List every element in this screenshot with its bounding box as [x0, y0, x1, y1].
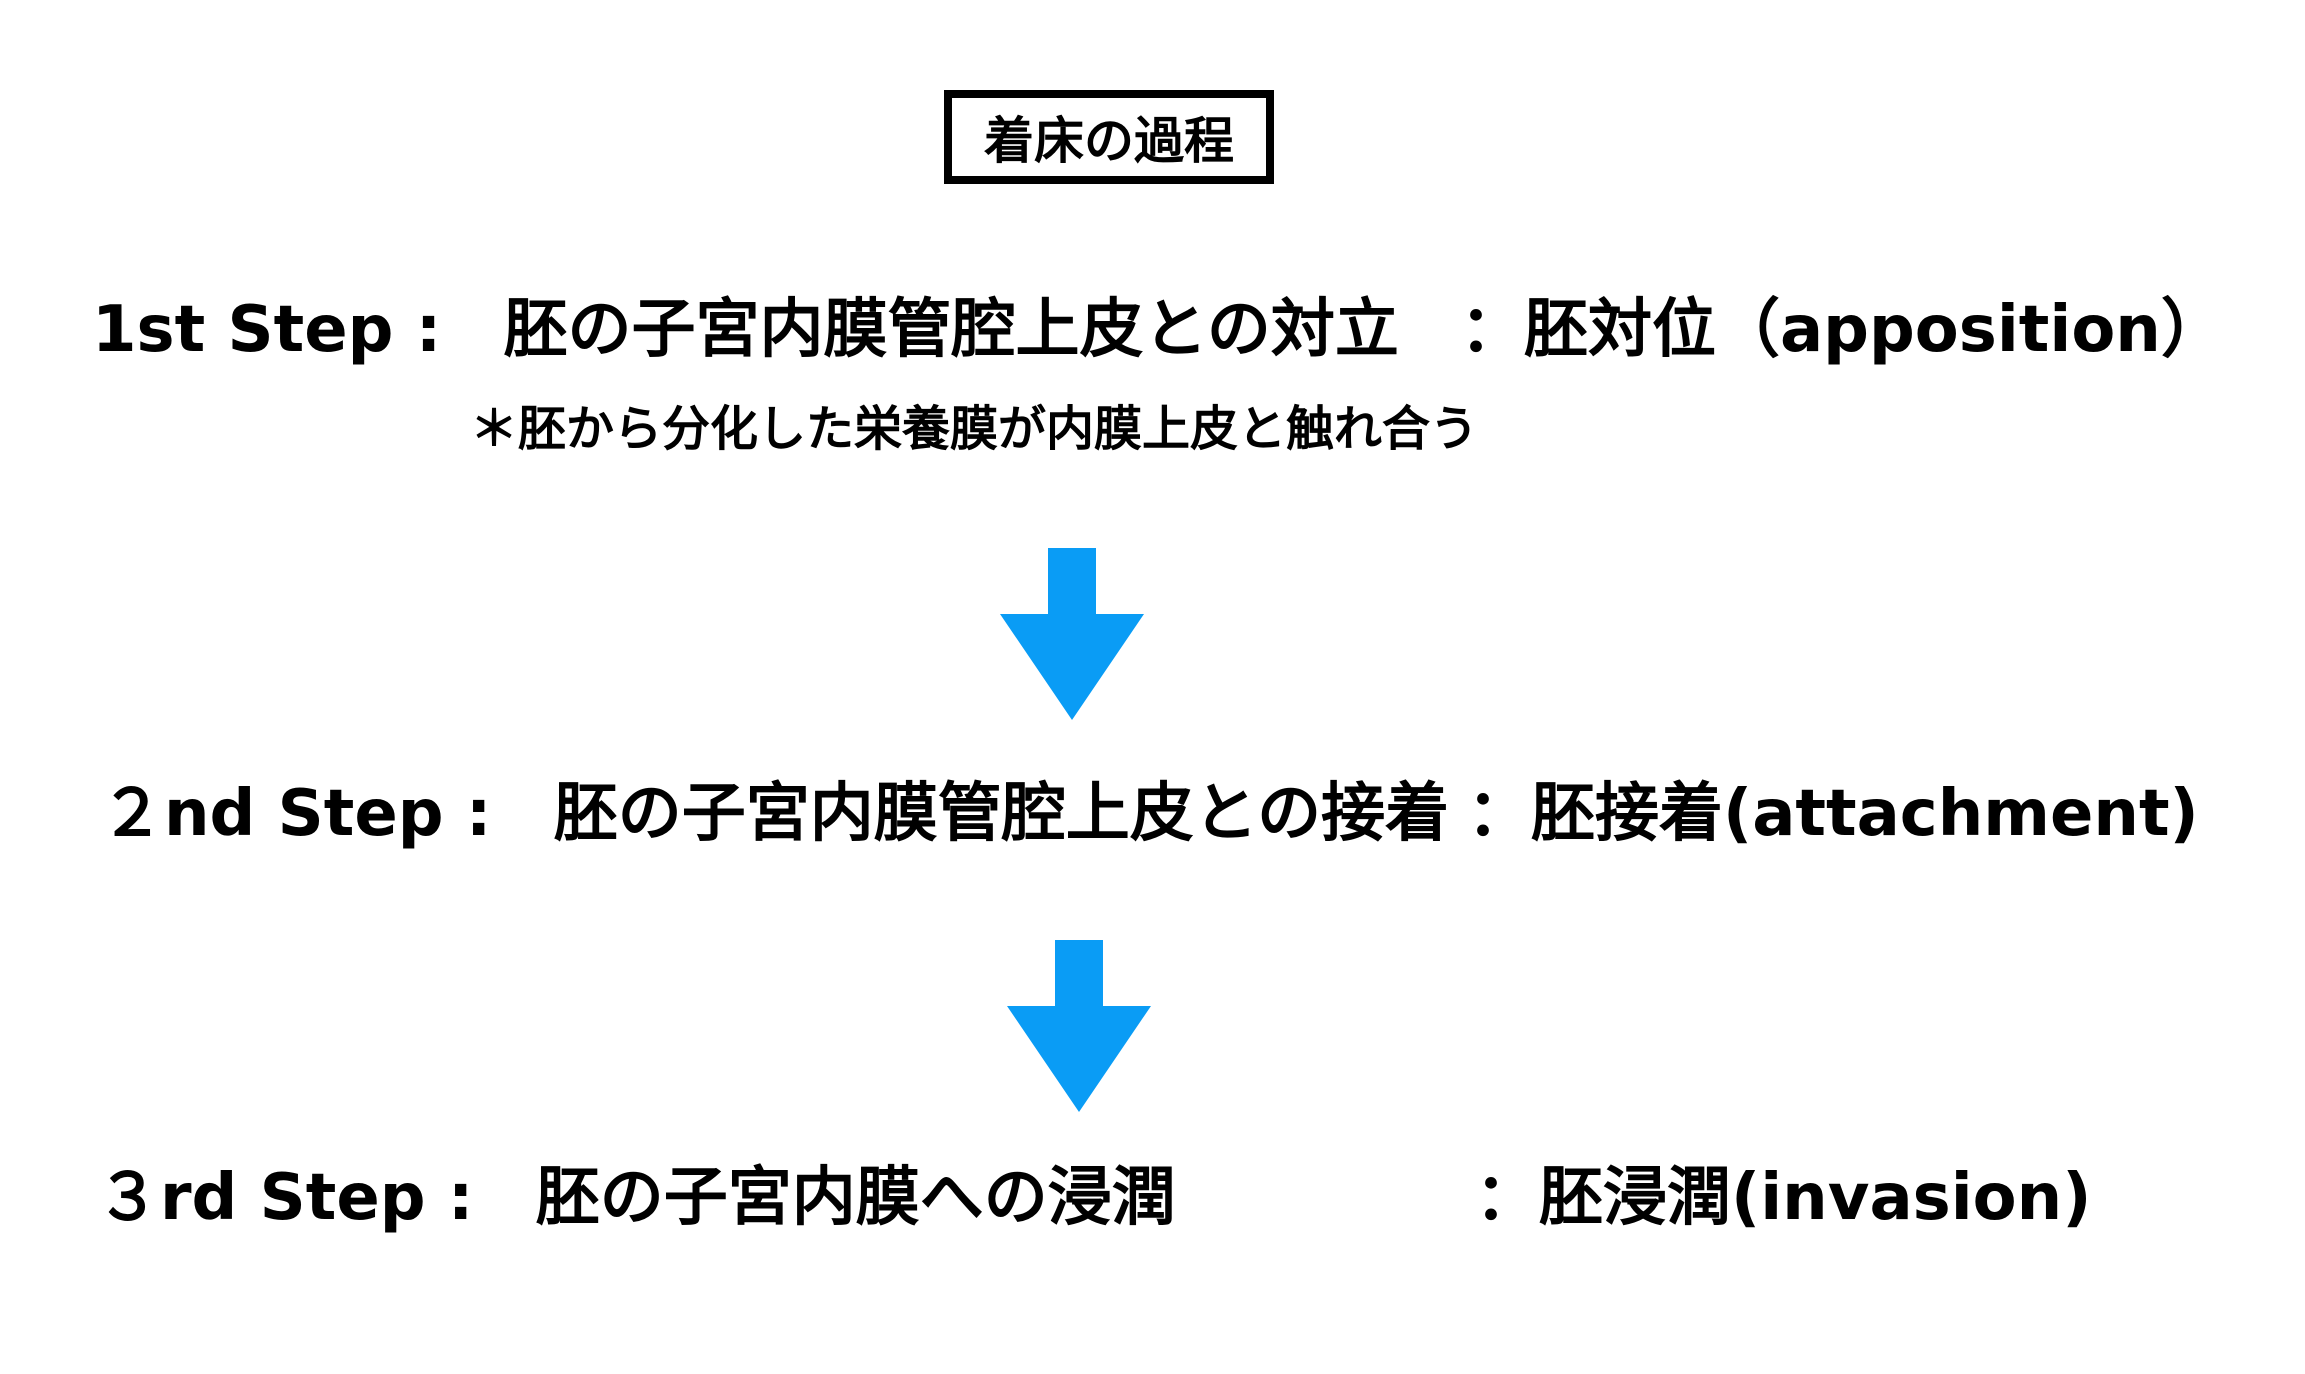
down-arrow-icon [1000, 548, 1144, 720]
step-1-note: ＊胚から分化した栄養膜が内膜上皮と触れ合う [470, 401, 1479, 457]
step-3-row: ３rd Step : 胚の子宮内膜への浸潤 [96, 1166, 1176, 1230]
step-1-row: 1st Step : 胚の子宮内膜管腔上皮との対立 [92, 298, 1399, 362]
step-3-term: ：胚浸潤(invasion) [1475, 1161, 2092, 1235]
down-arrow-icon [1007, 940, 1151, 1112]
step-3-description: 胚の子宮内膜への浸潤 [535, 1161, 1176, 1235]
step-2-term: ：胚接着(attachment) [1467, 777, 2199, 851]
step-1-label: 1st Step : [92, 293, 442, 367]
diagram-title: 着床の過程 [984, 112, 1234, 170]
step-1-term: ：胚対位（apposition） [1460, 293, 2225, 367]
diagram-title-box: 着床の過程 [944, 90, 1274, 184]
step-2-label: ２nd Step : [100, 777, 492, 851]
step-3-label: ３rd Step : [96, 1161, 474, 1235]
step-2-description: 胚の子宮内膜管腔上皮との接着 [553, 777, 1450, 851]
step-2-row: ２nd Step : 胚の子宮内膜管腔上皮との接着 [100, 782, 1449, 846]
step-1-description: 胚の子宮内膜管腔上皮との対立 [503, 293, 1399, 367]
